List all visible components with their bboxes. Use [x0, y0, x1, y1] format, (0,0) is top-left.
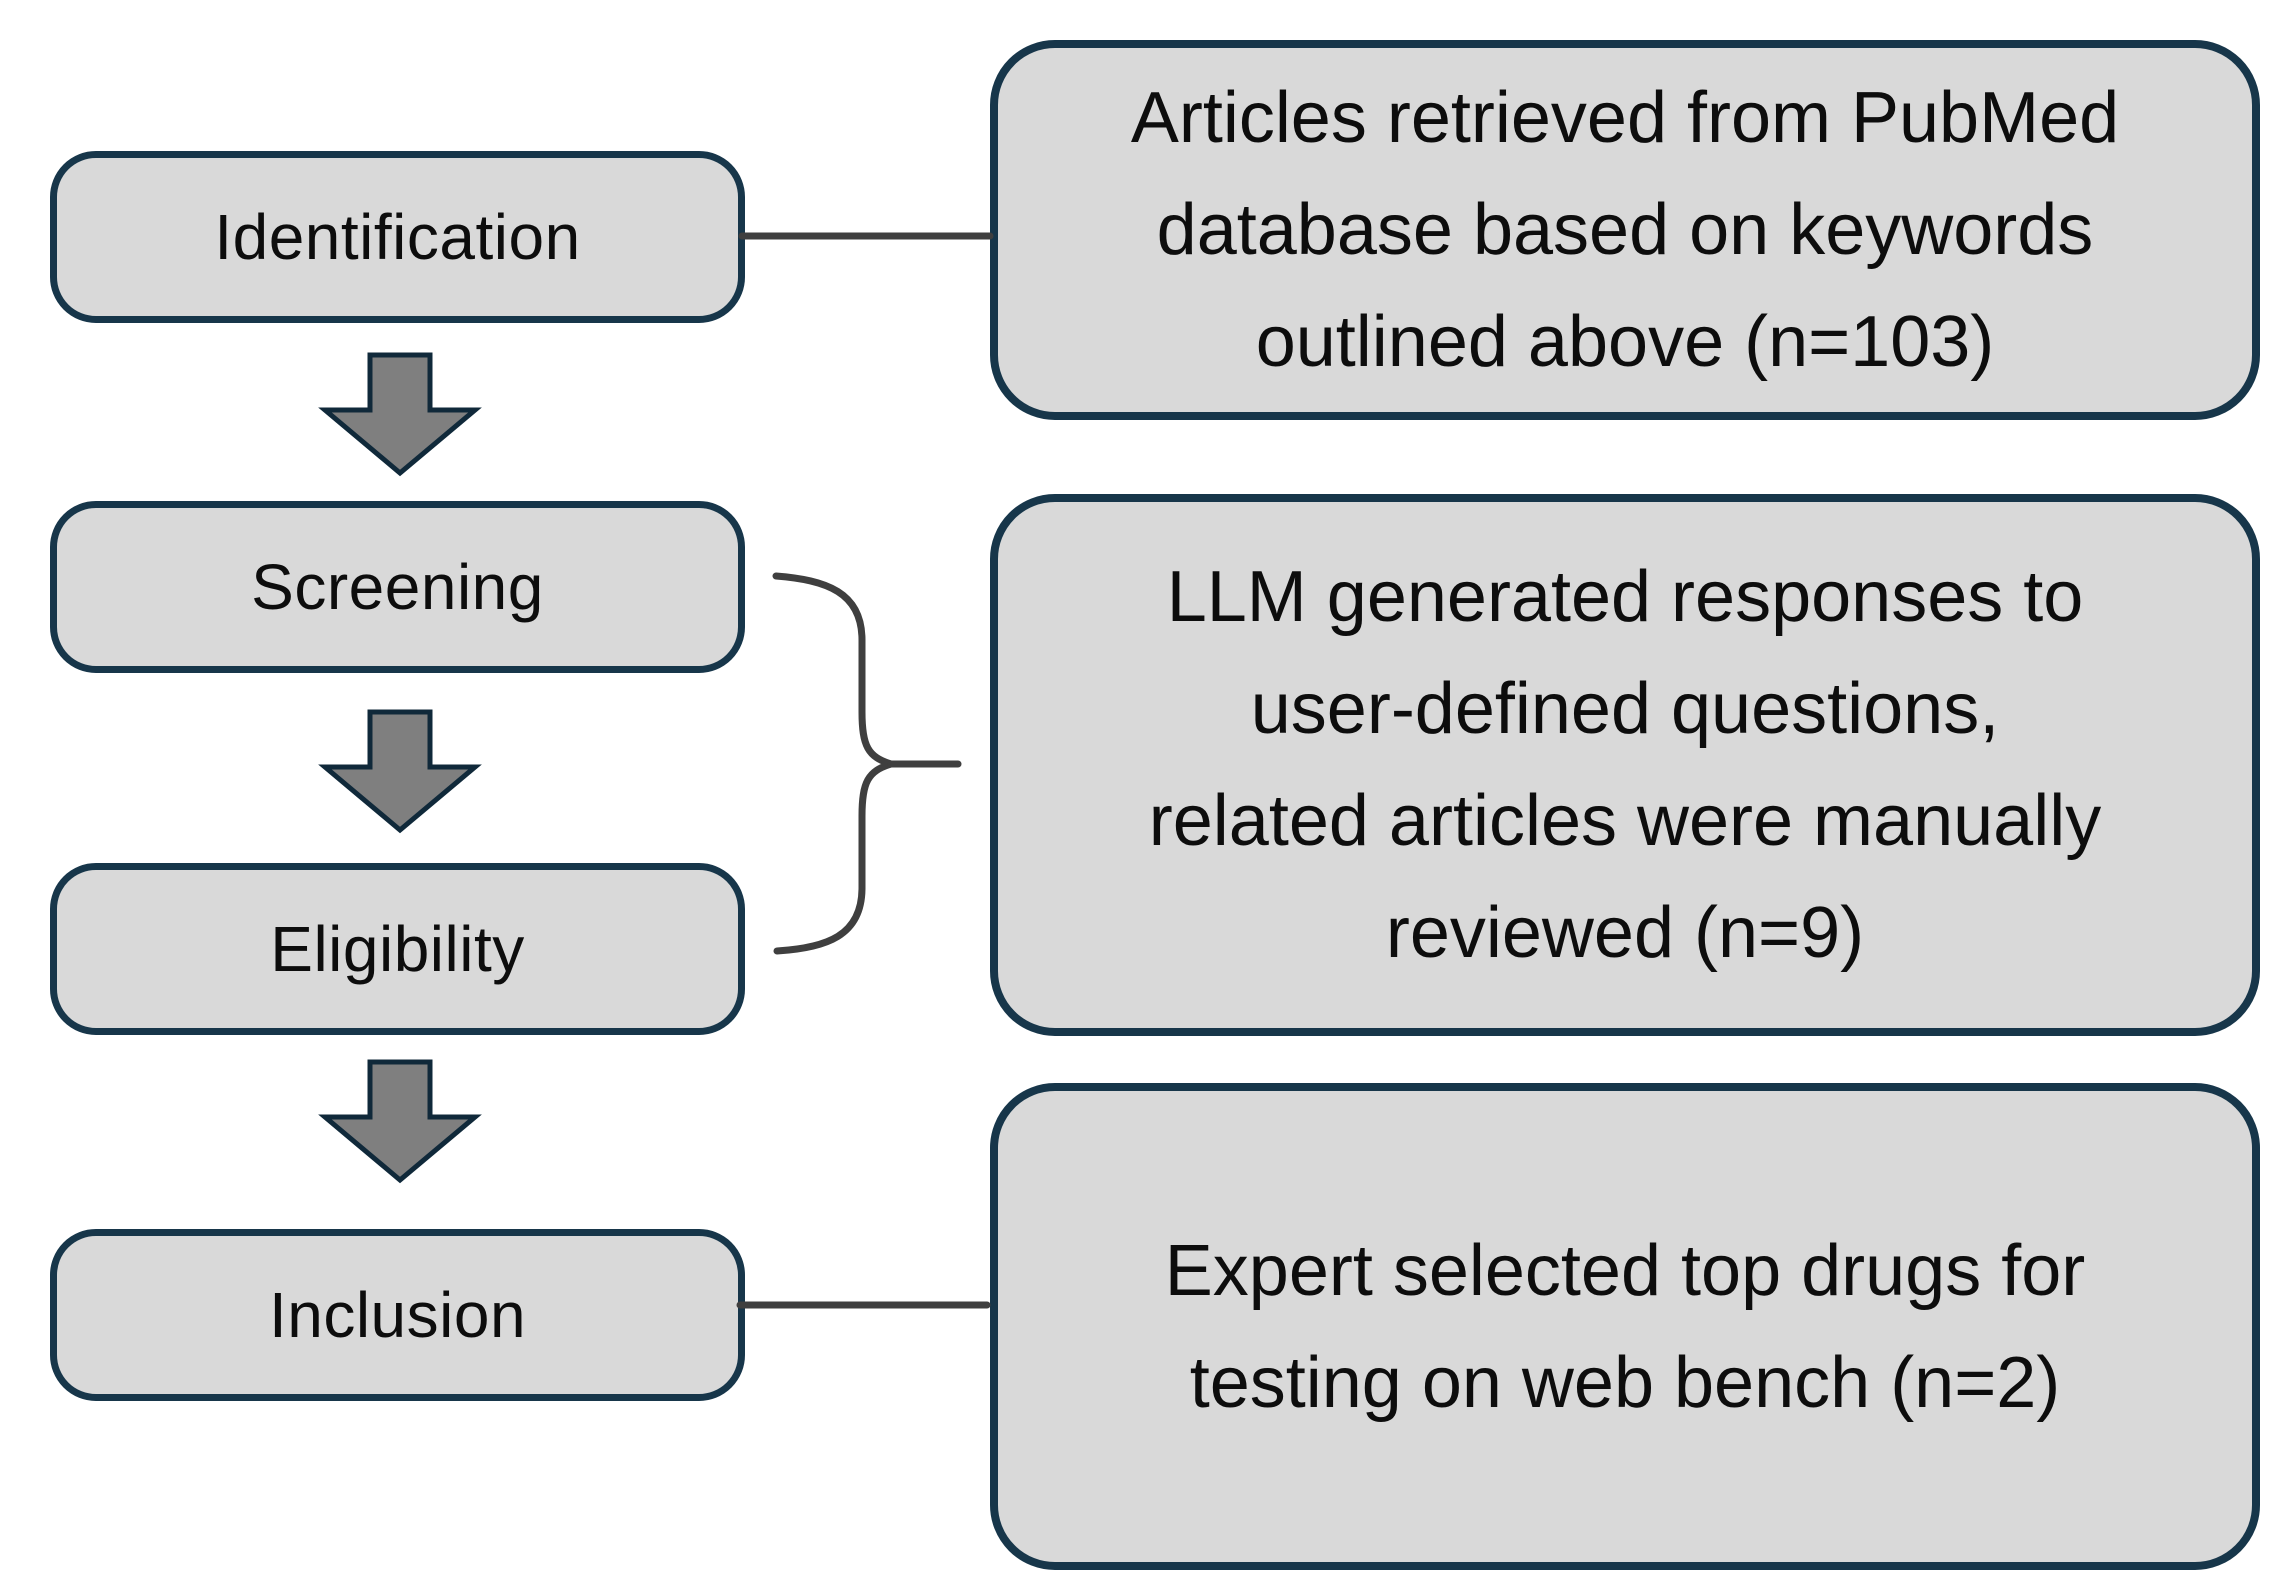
down-arrow-icon: [318, 352, 482, 477]
note-expert-line-2: testing on web bench (n=2): [1189, 1342, 2061, 1423]
note-box-llm-review: LLM generated responses to user-defined …: [990, 494, 2260, 1036]
note-retrieval-line-3: outlined above (n=103): [1255, 302, 1995, 382]
note-retrieval-line-2: database based on keywords: [1156, 190, 2094, 270]
note-review-line-2: user-defined questions,: [1250, 669, 2000, 749]
note-review-line-4: reviewed (n=9): [1385, 893, 1865, 973]
stage-box-identification: Identification: [50, 151, 745, 323]
note-retrieval-line-1: Articles retrieved from PubMed: [1130, 78, 2120, 158]
stage-label-identification: Identification: [214, 201, 581, 273]
stage-label-screening: Screening: [251, 551, 544, 623]
note-review-line-3: related articles were manually: [1148, 781, 2102, 861]
stage-box-screening: Screening: [50, 501, 745, 673]
stage-box-eligibility: Eligibility: [50, 863, 745, 1035]
stage-label-inclusion: Inclusion: [268, 1279, 527, 1351]
down-arrow-icon: [318, 1059, 482, 1184]
stage-label-eligibility: Eligibility: [270, 913, 525, 985]
curly-brace-connector: [772, 572, 904, 955]
down-arrow-icon: [318, 709, 482, 834]
stage-box-inclusion: Inclusion: [50, 1229, 745, 1401]
note-box-expert-selection: Expert selected top drugs for testing on…: [990, 1083, 2260, 1570]
note-expert-line-1: Expert selected top drugs for: [1164, 1230, 2086, 1311]
note-review-line-1: LLM generated responses to: [1166, 557, 2084, 637]
note-box-retrieval: Articles retrieved from PubMed database …: [990, 40, 2260, 420]
